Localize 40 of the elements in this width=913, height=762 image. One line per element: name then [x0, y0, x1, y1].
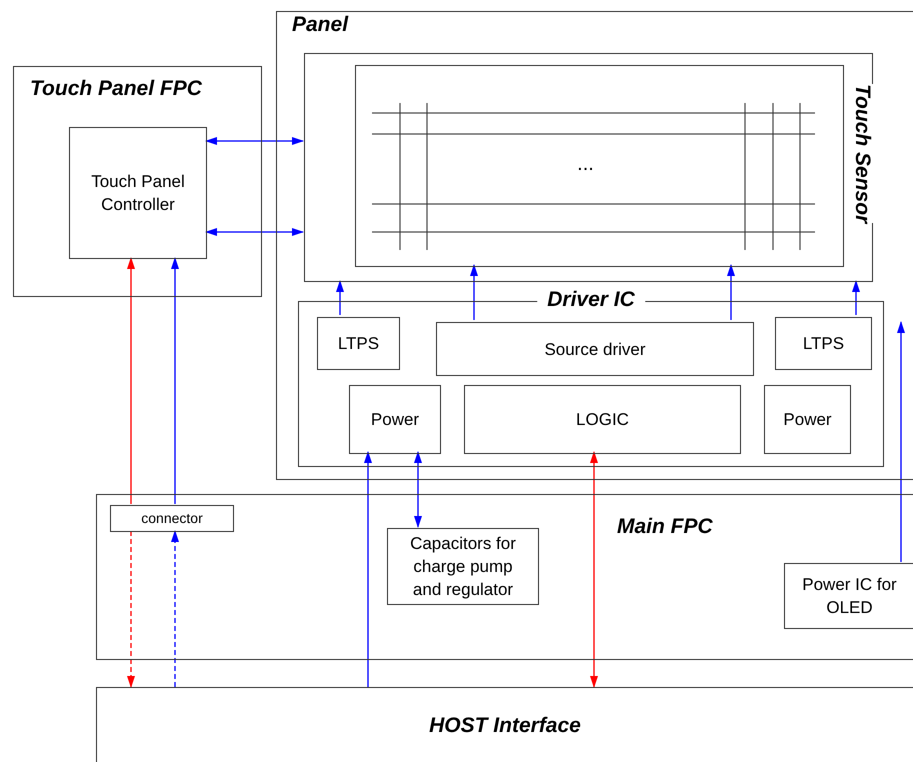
double-arrow: [205, 137, 304, 145]
host-interface-block: [96, 687, 913, 762]
connector-block: [110, 505, 234, 532]
arrow: [127, 531, 135, 688]
power-block: [764, 385, 851, 454]
ellipsis-text: ...: [576, 152, 595, 176]
power-ic-block: [784, 563, 913, 629]
power-block: [349, 385, 441, 454]
capacitor-block: [387, 528, 539, 605]
box-label: Capacitors for charge pump and regulator: [409, 533, 517, 601]
box-label: LTPS: [802, 333, 846, 355]
sensor-grid-area: [355, 65, 844, 267]
arrow: [127, 257, 135, 504]
arrow: [897, 321, 905, 562]
arrow: [852, 280, 860, 315]
display-panel: [276, 11, 913, 480]
box-label: Source driver: [543, 338, 647, 360]
logic-block: [464, 385, 741, 454]
arrow: [364, 451, 372, 687]
source-driver-block: [436, 322, 754, 376]
box-label: Power: [370, 409, 420, 431]
box-label: LOGIC: [575, 409, 630, 431]
controller-box: [69, 127, 207, 259]
double-arrow: [414, 451, 422, 528]
arrow: [171, 530, 179, 687]
arrow: [171, 257, 179, 504]
double-arrow: [205, 228, 304, 236]
arrow: [336, 280, 344, 315]
ltps-block: [775, 317, 872, 370]
double-arrow: [590, 451, 598, 688]
box-label: Power: [782, 409, 833, 431]
main-fpc-board: [96, 494, 913, 660]
box-label: Power IC for OLED: [801, 574, 898, 619]
ltps-block: [317, 317, 400, 370]
arrow: [470, 264, 478, 320]
box-label: Touch Panel Controller: [90, 171, 186, 216]
box-label: LTPS: [336, 333, 380, 355]
box-label: connector: [140, 509, 204, 528]
arrow: [727, 264, 735, 320]
fpc-panel: [13, 66, 262, 297]
